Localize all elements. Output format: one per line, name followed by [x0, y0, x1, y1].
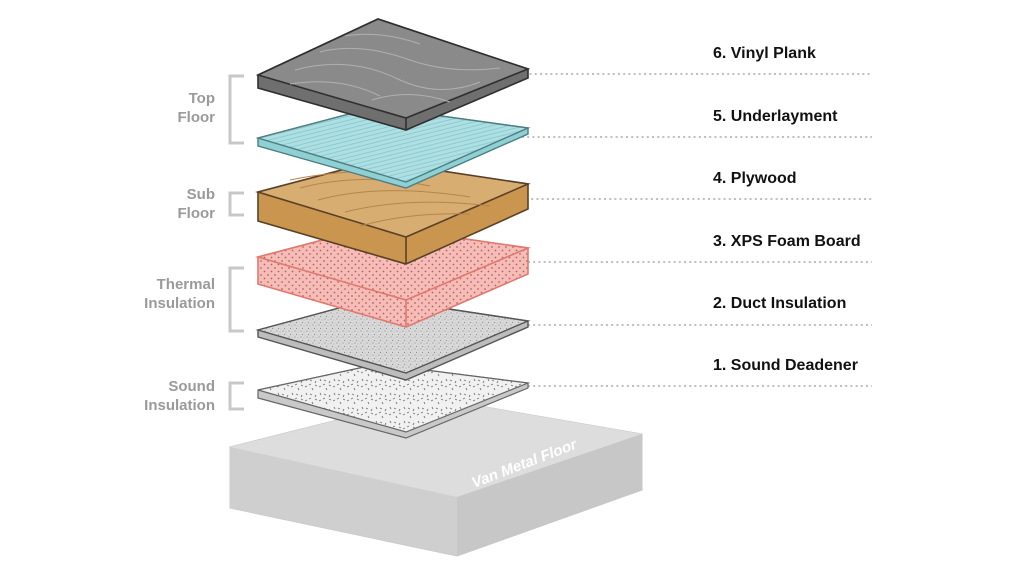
- group-label-top-line2: Floor: [177, 109, 216, 126]
- bracket-sub-floor: [228, 191, 244, 217]
- group-label-top-floor: Top Floor: [105, 89, 216, 127]
- xps-foam-board-layer: [254, 225, 531, 328]
- layer-label-plywood: 4. Plywood: [713, 170, 797, 187]
- bracket-top-floor: [228, 74, 244, 145]
- bracket-sound-insulation: [228, 381, 244, 411]
- group-label-sound-line2: Insulation: [144, 397, 215, 414]
- plywood-layer: [255, 160, 531, 265]
- leader-lines: [514, 73, 872, 387]
- group-label-sub-line1: Sub: [186, 186, 215, 203]
- group-label-thermal-line1: Thermal: [156, 276, 215, 293]
- group-label-top-line1: Top: [188, 90, 215, 107]
- group-label-thermal-insulation: Thermal Insulation: [105, 275, 215, 313]
- group-label-sub-floor: Sub Floor: [105, 185, 216, 223]
- layer-label-sound-deadener: 1. Sound Deadener: [713, 357, 858, 374]
- bracket-thermal-insulation: [228, 266, 244, 333]
- layer-label-underlayment: 5. Underlayment: [713, 108, 838, 125]
- group-brackets: [228, 74, 244, 411]
- sound-deadener-layer: [257, 363, 531, 439]
- layer-label-duct-insulation: 2. Duct Insulation: [713, 295, 847, 312]
- duct-insulation-layer: [255, 297, 531, 381]
- layer-label-xps-foam-board: 3. XPS Foam Board: [713, 233, 861, 250]
- group-label-sound-line1: Sound: [168, 378, 215, 395]
- vinyl-plank-layer: [255, 18, 531, 131]
- van-metal-floor-block: Van Metal Floor: [229, 396, 643, 557]
- group-label-sub-line2: Floor: [177, 205, 216, 222]
- layer-label-vinyl-plank: 6. Vinyl Plank: [713, 45, 816, 62]
- group-label-thermal-line2: Insulation: [144, 295, 215, 312]
- group-label-sound-insulation: Sound Insulation: [105, 377, 215, 415]
